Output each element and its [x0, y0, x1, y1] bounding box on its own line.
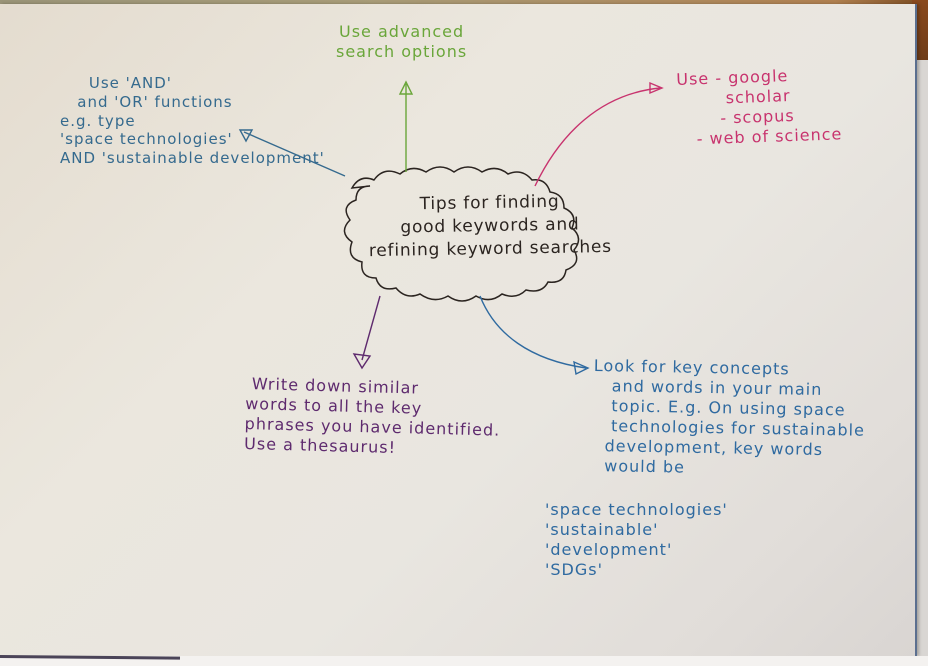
mind-map-connectors [238, 80, 664, 376]
connector-boolean [243, 131, 346, 177]
connector-synonyms [361, 295, 381, 361]
branch-databases: Use - google scholar - scopus - web of s… [676, 66, 843, 149]
branch-key-concepts-examples: 'space technologies' 'sustainable' 'deve… [545, 500, 728, 579]
arrowhead-right-icon [573, 360, 590, 376]
arrowhead-up-icon [398, 80, 414, 95]
arrowhead-down-icon [352, 353, 372, 370]
paper-sheet: Tips for finding good keywords and refin… [0, 4, 917, 656]
arrowhead-right-icon [649, 81, 664, 95]
branch-advanced-search: Use advanced search options [336, 22, 468, 61]
connector-key-concepts [479, 295, 587, 369]
central-cloud-shape [343, 166, 580, 302]
arrowhead-up-left-icon [238, 129, 254, 143]
connector-databases [534, 87, 661, 187]
branch-key-concepts: Look for key concepts and words in your … [591, 356, 866, 477]
central-node-text: Tips for finding good keywords and refin… [368, 191, 613, 261]
branch-boolean: Use 'AND' and 'OR' functions e.g. type '… [60, 74, 325, 167]
bottom-surface [0, 656, 928, 666]
branch-synonyms: Write down similar words to all the key … [243, 374, 501, 457]
